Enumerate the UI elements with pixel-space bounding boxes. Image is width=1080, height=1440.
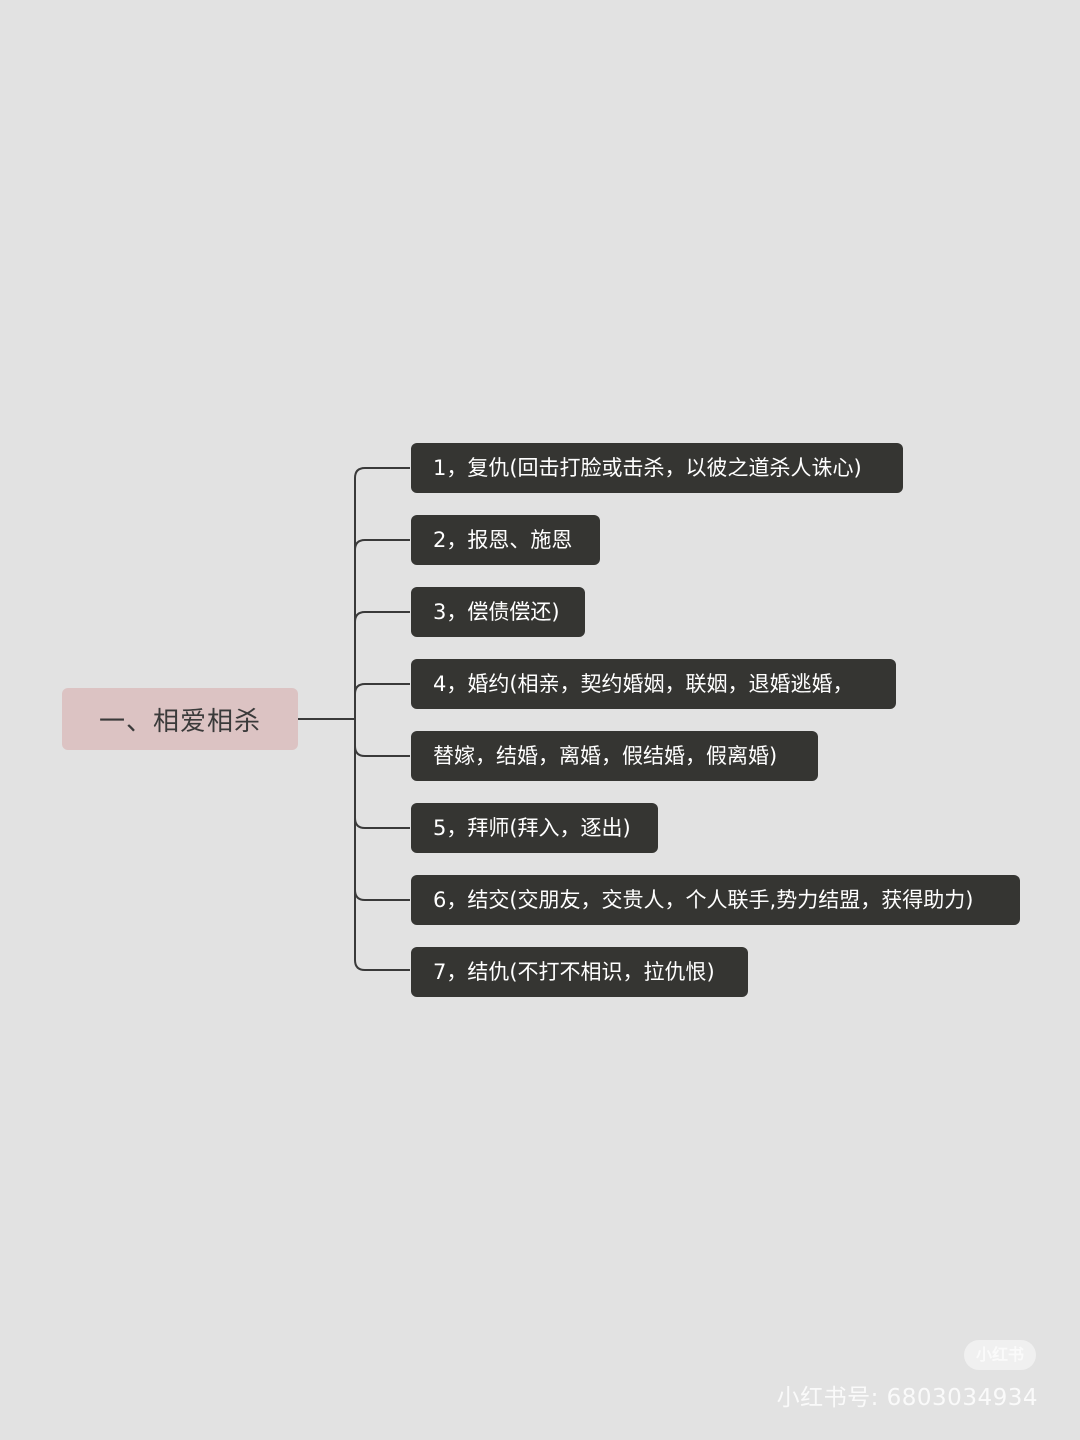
connector-branch-6: [354, 889, 410, 901]
child-node-debt[interactable]: 3，偿债偿还): [411, 587, 585, 637]
watermark-logo: 小红书: [964, 1340, 1036, 1370]
child-node-label: 1，复仇(回击打脸或击杀，以彼之道杀人诛心): [433, 456, 862, 480]
connector-branch-2: [354, 539, 410, 551]
child-node-gratitude[interactable]: 2，报恩、施恩: [411, 515, 600, 565]
watermark-id: 小红书号: 6803034934: [776, 1385, 1038, 1411]
connector-branch-4: [354, 683, 410, 695]
connector-trunk: [354, 467, 410, 971]
child-node-label: 3，偿债偿还): [433, 600, 560, 624]
child-node-enmity[interactable]: 7，结仇(不打不相识，拉仇恨): [411, 947, 748, 997]
child-node-apprentice[interactable]: 5，拜师(拜入，逐出): [411, 803, 658, 853]
connector-branch-5: [354, 817, 410, 829]
connector-branch-4b: [354, 745, 410, 757]
child-node-label: 5，拜师(拜入，逐出): [433, 816, 631, 840]
child-node-label: 7，结仇(不打不相识，拉仇恨): [433, 960, 715, 984]
child-node-label: 2，报恩、施恩: [433, 528, 573, 552]
child-node-alliance[interactable]: 6，结交(交朋友，交贵人，个人联手,势力结盟，获得助力): [411, 875, 1020, 925]
child-node-label: 替嫁，结婚，离婚，假结婚，假离婚): [433, 744, 778, 768]
child-node-label: 4，婚约(相亲，契约婚姻，联姻，退婚逃婚，: [433, 672, 854, 696]
child-node-label: 6，结交(交朋友，交贵人，个人联手,势力结盟，获得助力): [433, 888, 974, 912]
root-node[interactable]: 一、相爱相杀: [62, 688, 298, 750]
child-node-marriage[interactable]: 4，婚约(相亲，契约婚姻，联姻，退婚逃婚，: [411, 659, 896, 709]
connector-branch-3: [354, 611, 410, 623]
watermark: 小红书 小红书号: 6803034934: [777, 1340, 1038, 1412]
child-node-marriage-continued[interactable]: 替嫁，结婚，离婚，假结婚，假离婚): [411, 731, 818, 781]
root-node-label: 一、相爱相杀: [98, 706, 261, 737]
child-node-revenge[interactable]: 1，复仇(回击打脸或击杀，以彼之道杀人诛心): [411, 443, 903, 493]
